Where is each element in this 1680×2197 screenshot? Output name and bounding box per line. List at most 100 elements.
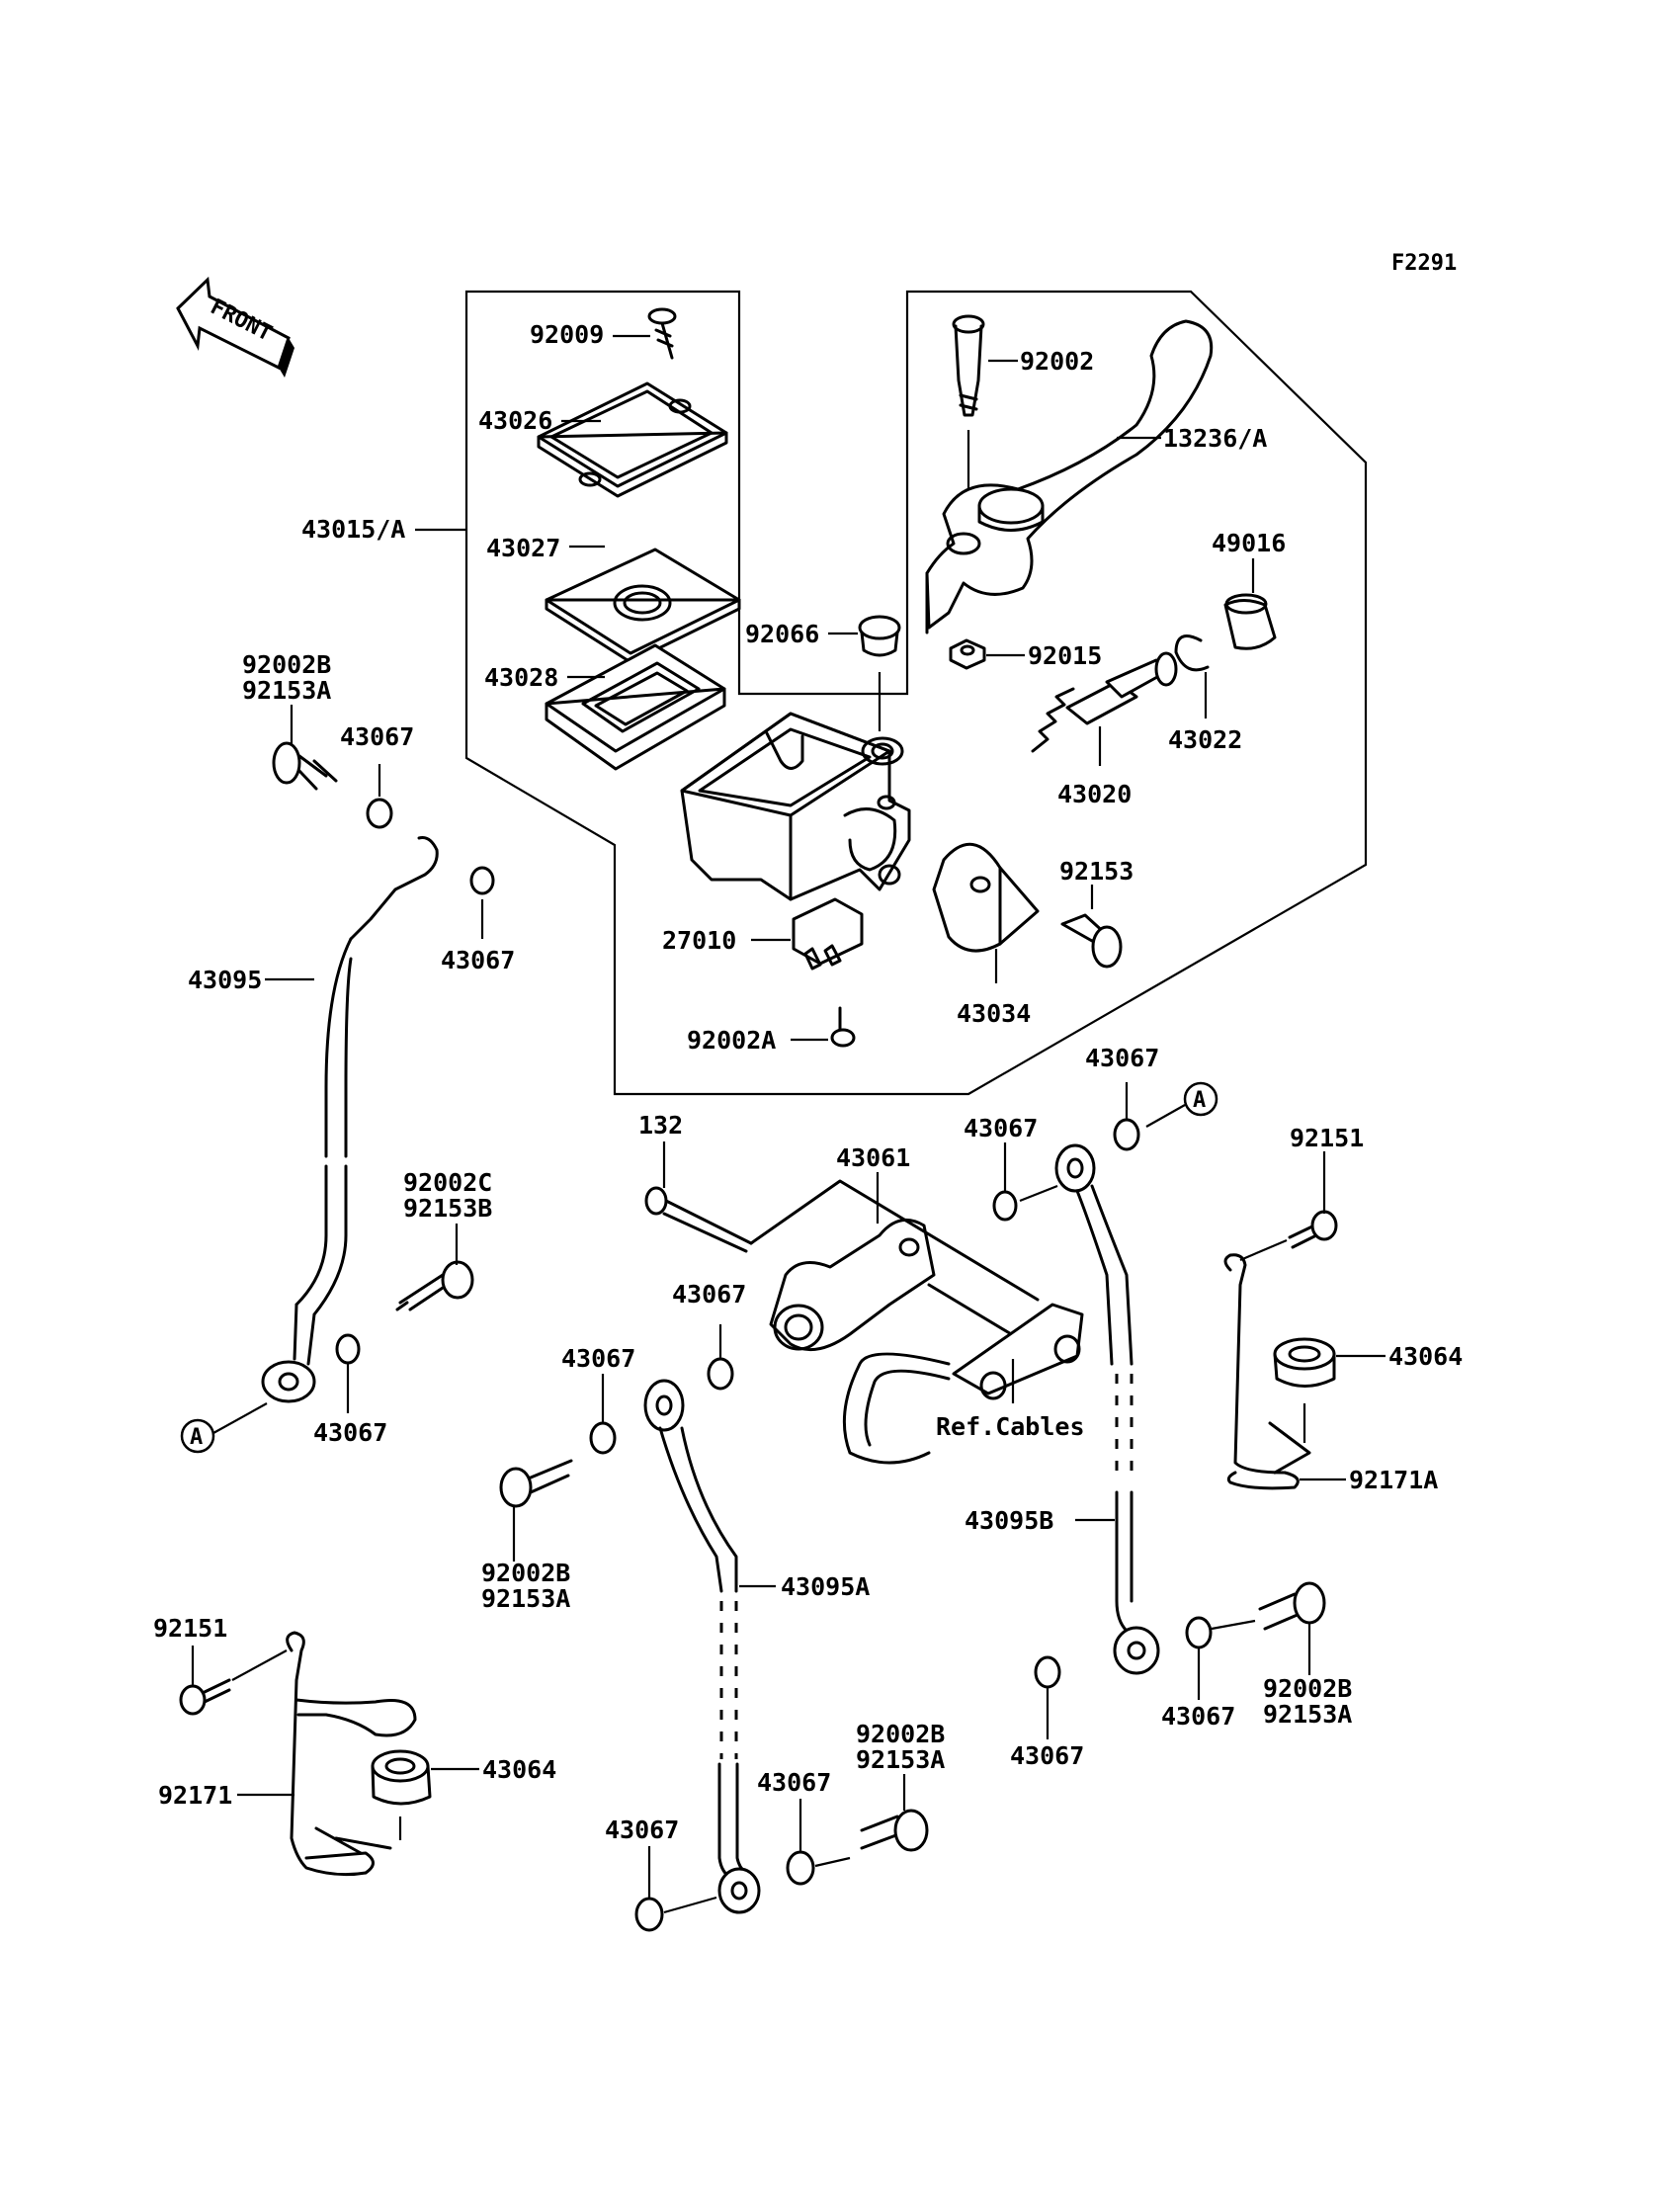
front-arrow-icon: FRONT [176,276,294,378]
label-43028: 43028 [484,663,558,692]
label-92171A: 92171A [1349,1466,1438,1494]
banjo-bolt-92002C [395,1260,474,1311]
washer-43067-5 [589,1421,617,1455]
label-43067-6: 43067 [964,1114,1038,1142]
label-43067-7: 43067 [1085,1044,1159,1072]
label-92015: 92015 [1028,641,1102,670]
circlip-43022 [1174,634,1210,672]
label-43095A: 43095A [781,1572,870,1601]
label-49016: 49016 [1212,529,1286,557]
svg-text:A: A [1193,1088,1206,1113]
label-92002B-1: 92002B [242,650,331,679]
label-92153: 92153 [1059,857,1134,886]
label-43067-9: 43067 [1161,1702,1235,1731]
brake-hose-43095A [643,1379,761,1914]
label-43022: 43022 [1168,725,1242,754]
washer-43067-7 [1113,1118,1140,1151]
clamp-92171A [1223,1253,1311,1490]
label-43067-2: 43067 [441,946,515,974]
figure-code: F2291 [1391,251,1457,276]
bolt-132 [644,1186,753,1253]
label-ref-cables: Ref.Cables [936,1412,1085,1441]
label-92002B-4: 92002B [856,1720,945,1748]
grommet-43064-left [371,1749,432,1806]
label-92153A-2: 92153A [481,1584,570,1613]
clamp-43034 [932,842,1040,953]
grommet-43064-right [1273,1337,1336,1388]
label-92153A-3: 92153A [1263,1700,1352,1729]
label-92171: 92171 [158,1781,232,1810]
marker-a-right: A [1183,1081,1218,1117]
label-92002B-3: 92002B [1263,1674,1352,1703]
label-43026: 43026 [478,406,552,435]
cap-92066 [858,615,901,657]
clamp-92171 [286,1631,417,1877]
label-92151-left: 92151 [153,1614,227,1643]
banjo-bolt-lower [860,1809,929,1852]
label-92066: 92066 [745,620,819,648]
svg-text:A: A [190,1425,203,1450]
label-92002-top: 92002 [1020,347,1094,376]
master-cylinder-body [680,712,911,901]
label-92002A: 92002A [687,1026,776,1055]
pivot-bolt-92002 [952,314,985,417]
label-92009: 92009 [530,320,604,349]
label-43034: 43034 [957,999,1031,1028]
label-92153B: 92153B [403,1194,492,1223]
screw-92002A [830,1006,856,1048]
piston-spring-43020 [1031,651,1178,753]
label-43067-1: 43067 [340,722,414,751]
banjo-bolt-left-top [272,741,338,791]
label-43067-4: 43067 [672,1280,746,1309]
label-43064-right: 43064 [1388,1342,1463,1371]
label-43095B: 43095B [965,1506,1053,1535]
washer-43067-10 [634,1897,664,1932]
banjo-bolt-right [1258,1581,1326,1631]
nut-92015 [949,638,986,670]
label-92153A-1: 92153A [242,676,331,705]
master-cylinder-frame [464,290,1368,1096]
label-43067-5: 43067 [561,1344,635,1373]
label-43067-10: 43067 [605,1816,679,1844]
washer-43067-9 [1185,1616,1213,1649]
diaphragm-plate-43027 [545,548,741,664]
label-43095: 43095 [188,966,262,994]
label-13236A: 13236/A [1163,424,1267,453]
brake-switch-27010 [792,897,864,971]
screw-92009 [647,307,677,360]
label-92002B-2: 92002B [481,1559,570,1587]
label-43015A: 43015/A [301,515,405,544]
bolt-92151-left [179,1678,231,1716]
banjo-bolt-mid-left [499,1459,573,1508]
washer-43067-4 [707,1357,734,1391]
diaphragm-43028 [545,643,726,771]
brake-hose-43095 [261,836,439,1403]
dust-boot-49016 [1223,593,1277,650]
washer-43067-3 [335,1333,361,1365]
reservoir-cover-43026 [537,381,728,498]
label-43067-11: 43067 [757,1768,831,1797]
holder-43061 [749,1179,1084,1465]
label-43020: 43020 [1057,780,1132,808]
label-27010: 27010 [662,926,736,955]
label-92002C: 92002C [403,1168,492,1197]
brake-lever-13236 [925,319,1214,634]
washer-43067-1 [366,798,393,829]
label-43067-3: 43067 [313,1418,387,1447]
label-92153A-4: 92153A [856,1745,945,1774]
label-43064-left: 43064 [482,1755,556,1784]
washer-43067-2 [469,866,495,895]
brake-hose-43095B [1054,1143,1160,1675]
label-43027: 43027 [486,534,560,562]
label-132: 132 [638,1111,683,1140]
label-43061: 43061 [836,1143,910,1172]
marker-a-left: A [180,1418,215,1454]
label-92151-right: 92151 [1290,1124,1364,1152]
bolt-92151-right [1288,1210,1338,1249]
washer-43067-8 [1034,1655,1061,1689]
washer-43067-6 [992,1190,1018,1222]
clamp-bolt-92153 [1060,913,1123,969]
washer-43067-11 [786,1850,815,1886]
label-43067-8: 43067 [1010,1741,1084,1770]
